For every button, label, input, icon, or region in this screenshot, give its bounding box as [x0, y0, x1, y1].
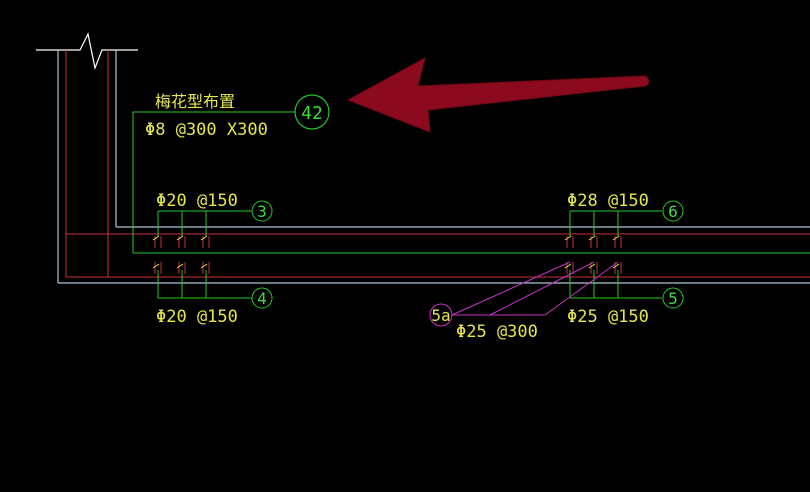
concrete-outline [57, 50, 810, 284]
tie-spec-label: Φ8 @300 X300 [145, 120, 268, 140]
main-rebars [65, 50, 810, 278]
reference-bubble-42: 42 [294, 94, 330, 130]
reference-bubble-4: 4 [251, 287, 273, 309]
reference-bubble-3: 3 [251, 200, 273, 222]
magenta-leaders [451, 261, 619, 316]
green-leaders [132, 111, 810, 299]
top-left-spec: Φ20 @150 [156, 191, 238, 211]
top-right-spec: Φ28 @150 [567, 191, 649, 211]
bubble-3-text: 3 [257, 202, 267, 221]
bubble-5a-text: 5a [431, 306, 450, 325]
reference-bubble-5a: 5a [429, 303, 453, 327]
bubble-42-text: 42 [301, 103, 323, 124]
bubble-6-text: 6 [668, 202, 678, 221]
bubble-5-text: 5 [668, 289, 678, 308]
yellow-ticks [152, 235, 620, 269]
reference-bubble-6: 6 [662, 200, 684, 222]
reference-bubble-5: 5 [662, 287, 684, 309]
stirrup-marks [154, 236, 622, 274]
break-line-symbol [36, 32, 138, 71]
bubble-4-text: 4 [257, 289, 267, 308]
bottom-right-spec: Φ25 @150 [567, 307, 649, 327]
pointer-arrow-icon [346, 57, 650, 133]
additional-spec: Φ25 @300 [456, 322, 538, 342]
layout-label: 梅花型布置 [155, 92, 235, 111]
bottom-left-spec: Φ20 @150 [156, 307, 238, 327]
